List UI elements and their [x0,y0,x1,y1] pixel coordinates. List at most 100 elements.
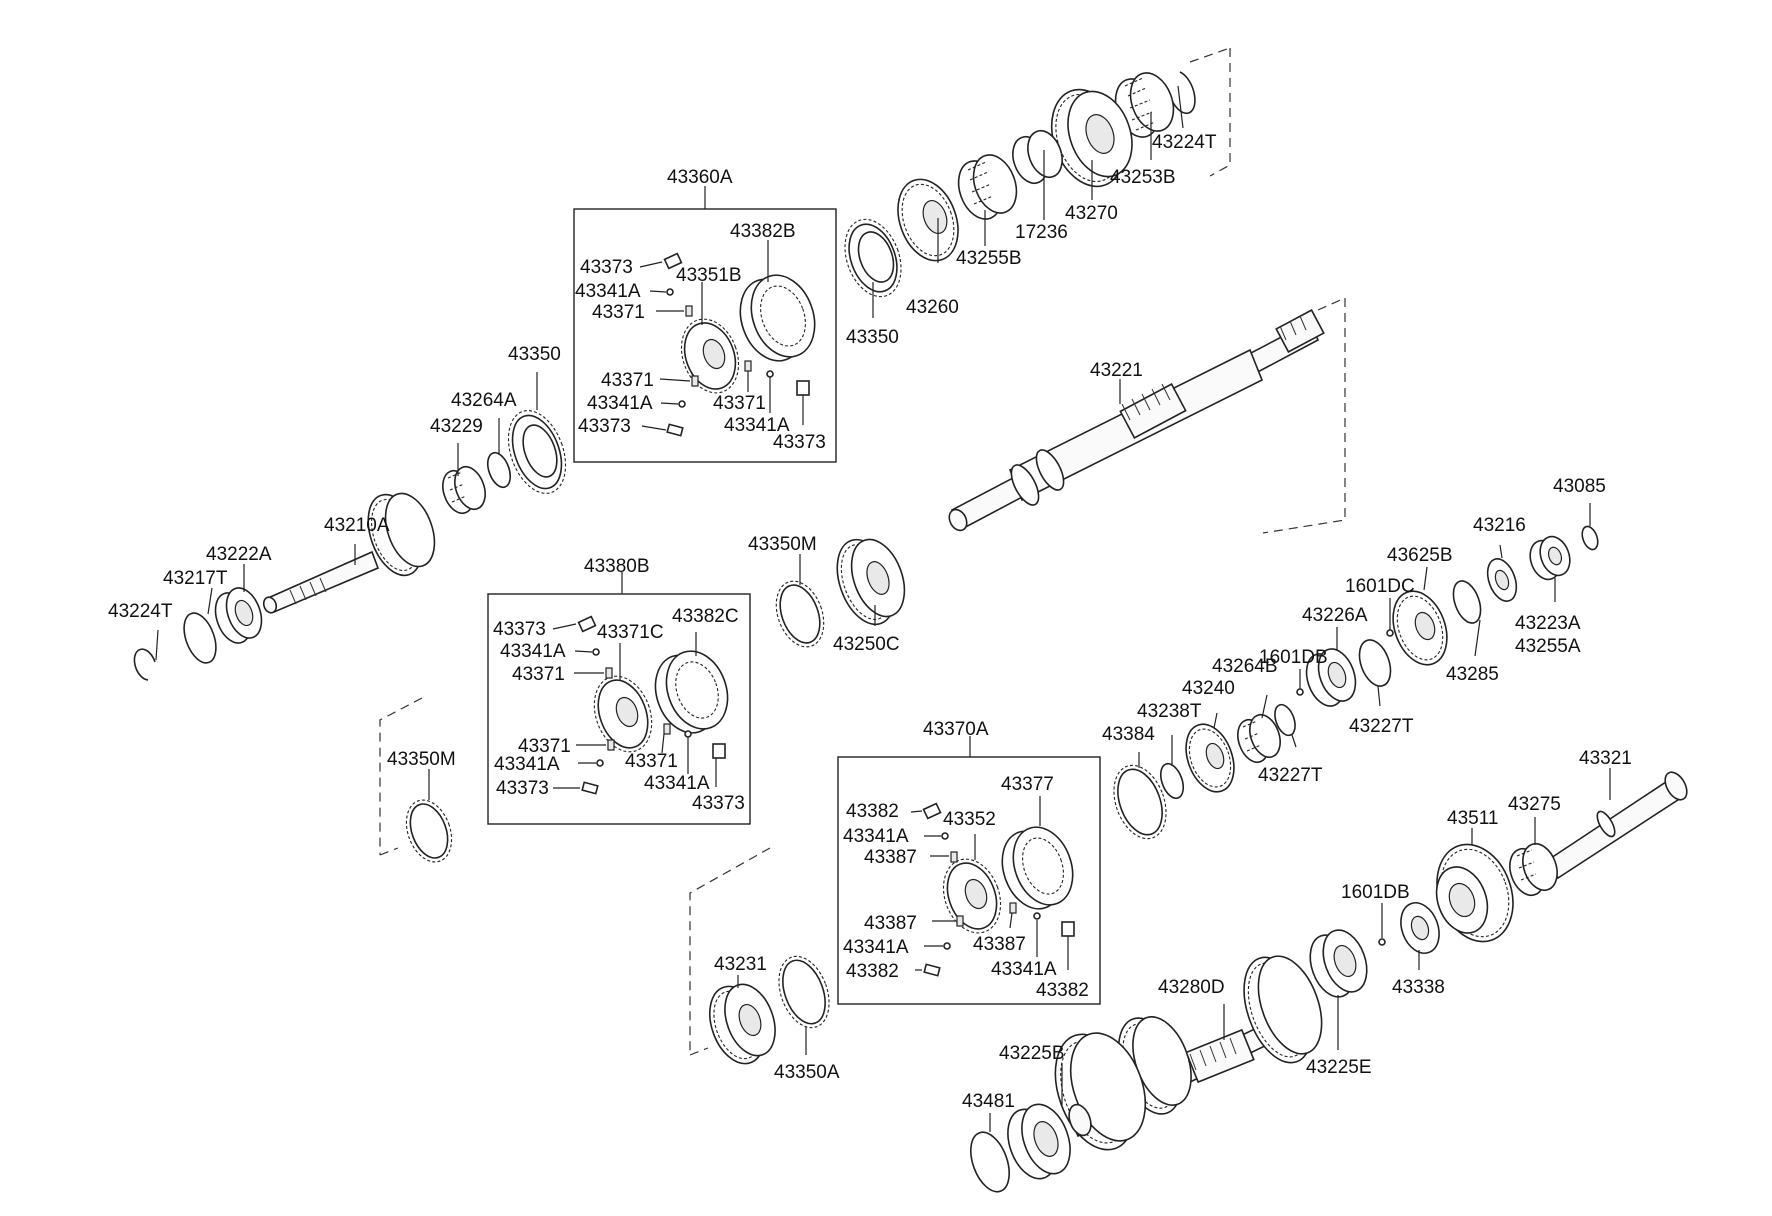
assembly-dashed-lines [379,47,1346,1056]
label-43352: 43352 [943,809,996,830]
ball-icon [592,648,600,656]
idler-shaft-icon [1546,771,1688,880]
sleeve-icon [1001,826,1074,910]
label-43341A: 43341A [500,641,566,662]
needle-bearing-icon [1237,713,1281,764]
snap-ring-icon [1581,525,1599,551]
part-labels: 43360A 43382B 43373 43341A 43351B 43371 … [108,132,1632,1112]
middle-parts [405,538,906,863]
counter-shaft-parts [709,771,1688,1193]
leader-lines [155,85,1611,1132]
synchronizer-43380B-parts [577,615,729,795]
gear-icon [1050,88,1133,188]
ball-bearing-icon [1309,929,1368,998]
key-icon [923,963,941,977]
spring-icon [744,360,752,372]
label-43222A: 43222A [206,544,272,565]
key-icon [663,252,683,270]
label-43373: 43373 [692,793,745,814]
ball-bearing-icon [214,587,263,644]
label-43253B: 43253B [1110,167,1176,188]
synchro-ring-icon [778,955,830,1029]
label-43216: 43216 [1473,515,1526,536]
snap-ring-icon [486,451,512,489]
label-43225E: 43225E [1306,1057,1372,1078]
label-43511: 43511 [1447,808,1498,829]
label-43285: 43285 [1446,664,1499,685]
counter-shaft-icon [1054,955,1323,1151]
main-shaft-icon [948,309,1325,532]
needle-bearing-icon [442,465,486,515]
label-43227T: 43227T [1258,765,1323,786]
snap-ring-icon [1169,71,1196,115]
group-box-43380B [487,593,751,825]
input-shaft-parts [133,410,567,681]
label-43373: 43373 [580,257,633,278]
label-43229: 43229 [430,416,483,437]
spring-icon [605,667,613,679]
hub-icon [593,675,653,753]
label-43351B: 43351B [676,265,742,286]
label-43373: 43373 [493,619,546,640]
label-43238T: 43238T [1137,701,1202,722]
washer-icon [1400,902,1440,954]
label-43387: 43387 [973,934,1026,955]
key-icon [712,743,726,759]
label-43270: 43270 [1065,203,1118,224]
label-43341A: 43341A [587,393,653,414]
label-43341A: 43341A [494,754,560,775]
ball-icon [596,759,604,767]
label-43350A: 43350A [774,1062,840,1083]
ball-icon [1378,938,1386,946]
label-17236: 17236 [1015,222,1068,243]
synchro-ring-icon [507,410,567,494]
label-43210A: 43210A [324,515,390,536]
snap-ring-icon [1358,639,1392,687]
synchro-ring-icon [1113,764,1167,840]
label-43382C: 43382C [672,606,739,627]
ball-icon [766,370,774,378]
label-43371: 43371 [592,302,645,323]
label-43264B: 43264B [1212,656,1278,677]
ball-icon [1386,629,1394,637]
key-icon [581,781,599,795]
snap-ring-icon [1274,703,1296,737]
label-43350M: 43350M [748,534,817,555]
spring-icon [956,915,964,927]
ball-icon [943,942,951,950]
label-43373: 43373 [496,778,549,799]
label-43341A: 43341A [991,959,1057,980]
label-43370A: 43370A [923,719,989,740]
label-1601DB: 1601DB [1341,882,1410,903]
spring-icon [1009,902,1017,914]
key-icon [1061,921,1075,937]
ball-icon [666,288,674,296]
gear-icon [897,178,959,262]
label-43350: 43350 [846,327,899,348]
gear-icon [709,983,776,1065]
label-43231: 43231 [714,954,767,975]
snap-ring-icon [970,1131,1010,1193]
synchro-ring-icon [775,580,825,648]
label-43085: 43085 [1553,476,1606,497]
label-43360A: 43360A [667,167,733,188]
ball-icon [678,400,686,408]
spring-icon [607,739,615,751]
ball-bearing-icon [1529,535,1571,581]
input-shaft-icon [262,492,436,614]
label-43382B: 43382B [730,221,796,242]
synchro-ring-icon [405,799,453,863]
label-43250C: 43250C [833,634,900,655]
label-43280D: 43280D [1158,977,1225,998]
key-icon [922,802,942,820]
label-43373: 43373 [578,416,631,437]
label-43371: 43371 [625,751,678,772]
gear-icon [1435,843,1514,943]
label-43371: 43371 [601,370,654,391]
label-43217T: 43217T [163,568,228,589]
label-43382: 43382 [1036,980,1089,1001]
ball-bearing-icon [1007,1103,1071,1180]
main-shaft-upper-parts [844,71,1196,298]
spring-icon [685,305,693,317]
